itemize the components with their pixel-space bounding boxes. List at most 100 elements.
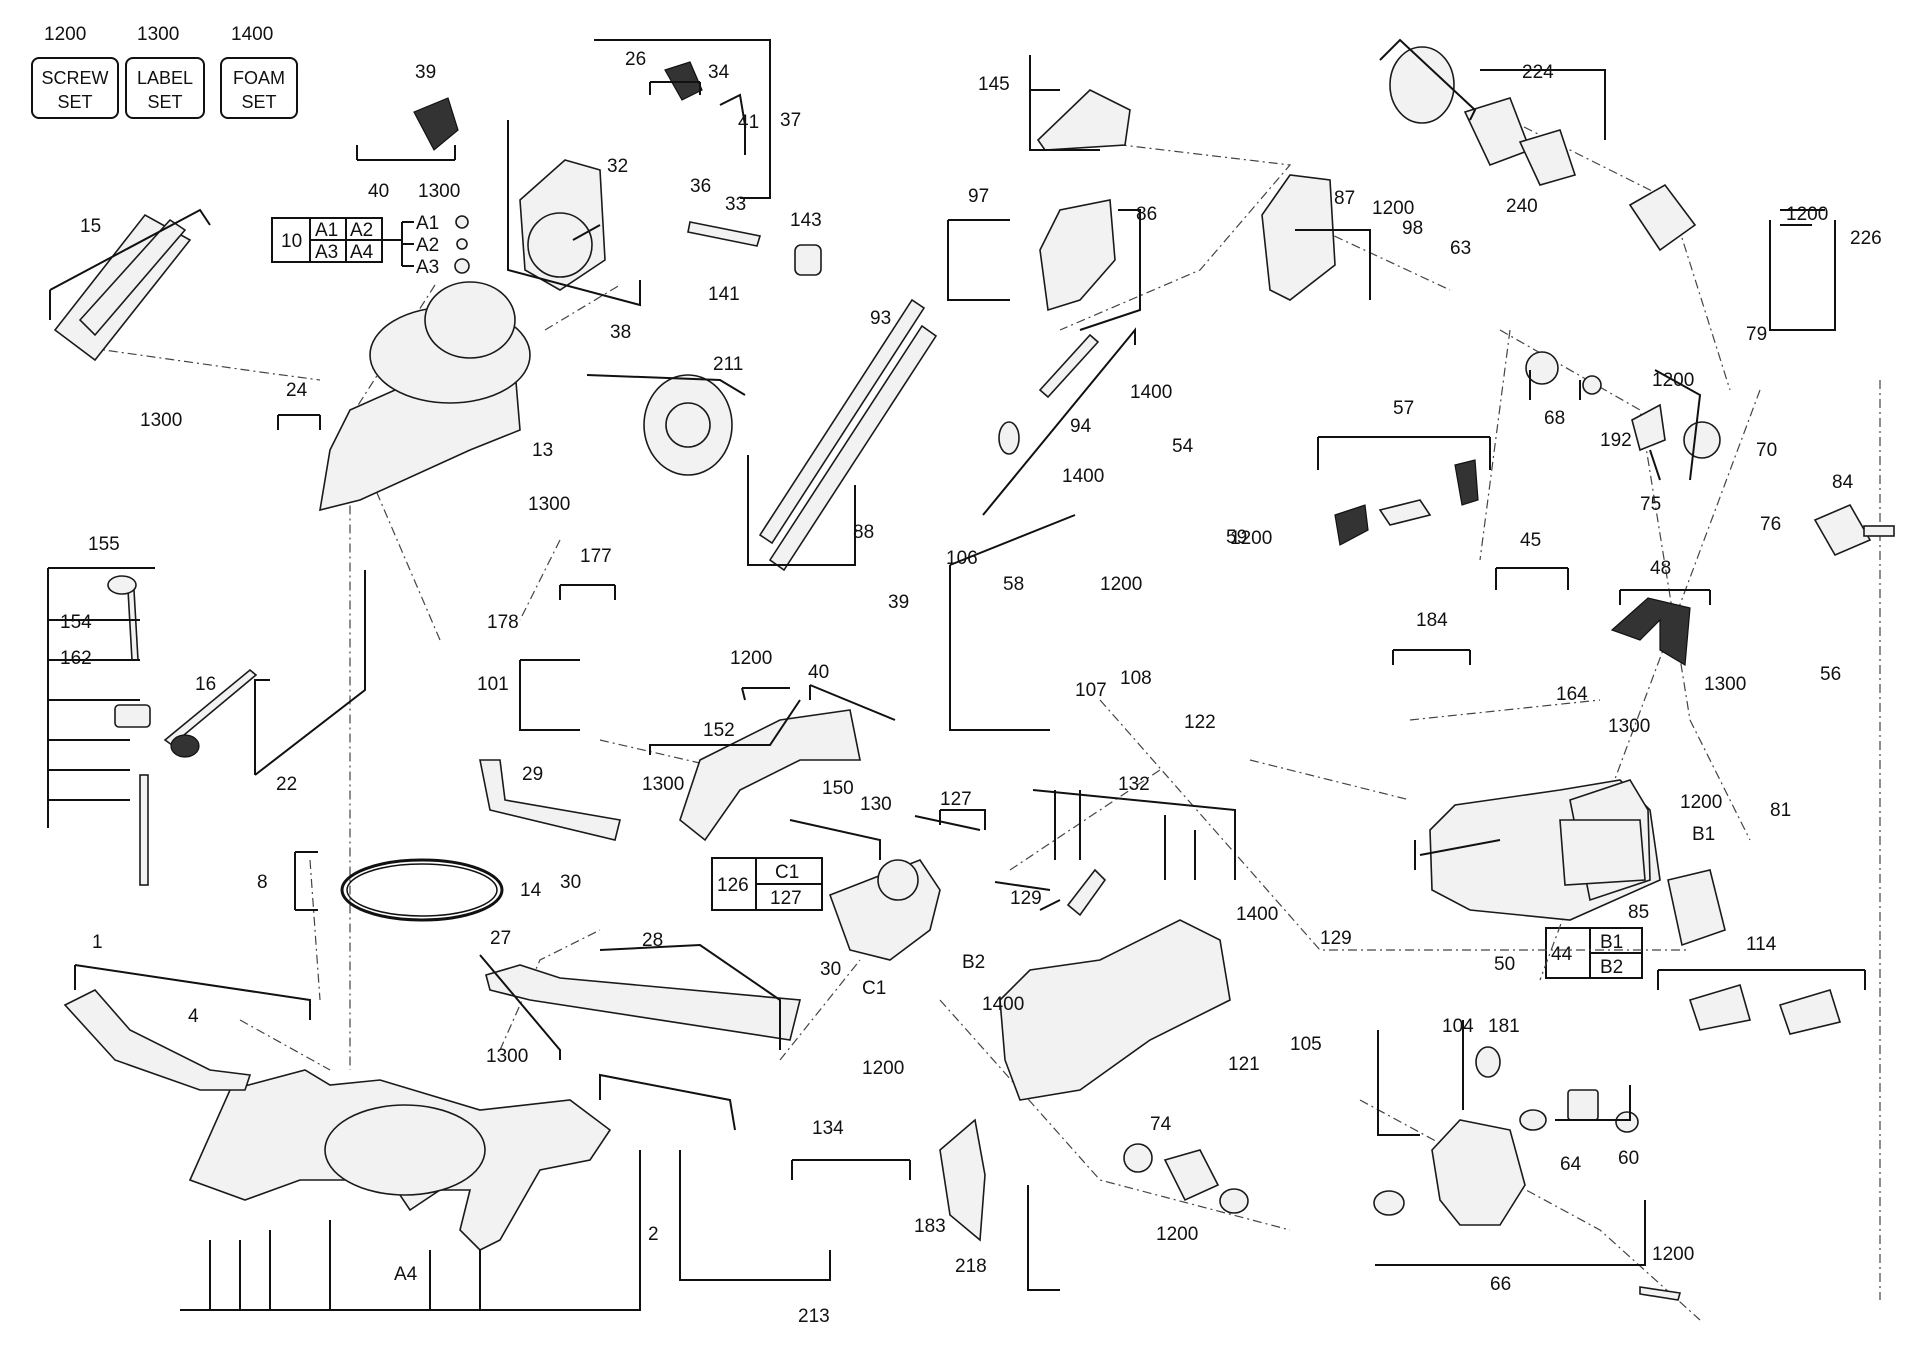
part-label: 48: [1650, 558, 1671, 579]
table-side-label: A2: [416, 235, 439, 256]
part-label: B2: [962, 952, 985, 973]
part-label: 39: [888, 592, 909, 613]
part-label: 143: [790, 210, 822, 231]
part-label: 106: [946, 548, 978, 569]
set-title-line2: SET: [147, 92, 182, 112]
part-label: 54: [1172, 436, 1194, 457]
part-label: 38: [610, 322, 631, 343]
group-table-10: 10 A1 A2 A3 A4 A1 A2 A3: [271, 213, 470, 278]
table-id: 126: [717, 875, 749, 896]
part-label: 97: [968, 186, 989, 207]
part-label: 129: [1320, 928, 1352, 949]
part-label: A4: [394, 1264, 418, 1285]
table-id: 44: [1551, 944, 1573, 965]
part-label: 33: [725, 194, 746, 215]
part-label: 134: [812, 1118, 844, 1139]
part-label: 1200: [1680, 792, 1722, 813]
part-label: 150: [822, 778, 854, 799]
part-label: 2: [648, 1224, 659, 1245]
part-label: 1200: [730, 648, 772, 669]
table-id: 10: [281, 231, 302, 252]
set-title-line1: LABEL: [137, 68, 193, 88]
part-label: 8: [257, 872, 268, 893]
table-cell: B2: [1600, 957, 1623, 978]
table-side-label: A3: [416, 257, 439, 278]
set-number: 1300: [137, 24, 179, 45]
part-shapes: [53, 46, 1895, 1301]
part-label: 122: [1184, 712, 1216, 733]
part-label: 162: [60, 648, 92, 669]
part-label: 30: [820, 959, 841, 980]
part-label: 50: [1494, 954, 1515, 975]
part-label: 132: [1118, 774, 1150, 795]
part-label: 39: [415, 62, 436, 83]
table-cell: A4: [350, 242, 374, 263]
part-label: 93: [870, 308, 891, 329]
set-title-line1: SCREW: [42, 68, 109, 88]
part-label: 114: [1746, 934, 1777, 955]
part-label: 4: [188, 1006, 199, 1027]
part-label: 1300: [642, 774, 684, 795]
part-label: 101: [477, 674, 509, 695]
part-label: 88: [853, 522, 874, 543]
part-label: 1300: [528, 494, 570, 515]
part-label: 1200: [862, 1058, 904, 1079]
part-label: 130: [860, 794, 892, 815]
part-label: 1200: [1652, 370, 1694, 391]
part-label: 37: [780, 110, 801, 131]
part-label: 141: [708, 284, 740, 305]
part-label: 74: [1150, 1114, 1172, 1135]
part-label: 1300: [1704, 674, 1746, 695]
part-labels: 39 40 1300 26 34 41 37 32 36 33 143 141 …: [60, 49, 1882, 1327]
part-label: 98: [1402, 218, 1423, 239]
part-label: 63: [1450, 238, 1471, 259]
part-label: 26: [625, 49, 646, 70]
part-label: 40: [808, 662, 829, 683]
part-label: 30: [560, 872, 581, 893]
part-label: 129: [1010, 888, 1042, 909]
part-label: 60: [1618, 1148, 1639, 1169]
part-label: 75: [1640, 494, 1661, 515]
part-label: 104: [1442, 1016, 1474, 1037]
part-label: 15: [80, 216, 101, 237]
part-label: 85: [1628, 902, 1649, 923]
part-label: 1400: [1062, 466, 1104, 487]
part-label: 152: [703, 720, 735, 741]
table-cell: A3: [315, 242, 338, 263]
part-label: 32: [607, 156, 628, 177]
part-label: 45: [1520, 530, 1541, 551]
set-number: 1200: [44, 24, 86, 45]
table-cell: A1: [315, 220, 338, 241]
part-label: 27: [490, 928, 511, 949]
part-label: 211: [713, 354, 743, 375]
part-label: 1400: [982, 994, 1024, 1015]
table-cell: 127: [770, 888, 802, 909]
set-title-line1: FOAM: [233, 68, 285, 88]
part-label: 1200: [1230, 528, 1272, 549]
part-label: 36: [690, 176, 711, 197]
part-label: 64: [1560, 1154, 1582, 1175]
part-label: 1300: [486, 1046, 528, 1067]
part-label: 28: [642, 930, 663, 951]
part-label: 181: [1488, 1016, 1520, 1037]
part-label: 1200: [1652, 1244, 1694, 1265]
part-label: 13: [532, 440, 553, 461]
part-label: 177: [580, 546, 612, 567]
part-label: 224: [1522, 62, 1554, 83]
set-box-label: 1300 LABEL SET: [125, 24, 205, 119]
part-label: 213: [798, 1306, 830, 1327]
part-label: 76: [1760, 514, 1781, 535]
part-label: 164: [1556, 684, 1588, 705]
part-label: 1300: [140, 410, 182, 431]
part-label: 40: [368, 181, 389, 202]
part-label: 70: [1756, 440, 1777, 461]
part-label: 218: [955, 1256, 987, 1277]
part-label: 81: [1770, 800, 1791, 821]
part-label: 24: [286, 380, 308, 401]
table-cell: B1: [1600, 932, 1623, 953]
part-label: B1: [1692, 824, 1715, 845]
part-label: 1200: [1372, 198, 1414, 219]
part-label: 192: [1600, 430, 1632, 451]
part-label: 59: [1226, 527, 1247, 548]
